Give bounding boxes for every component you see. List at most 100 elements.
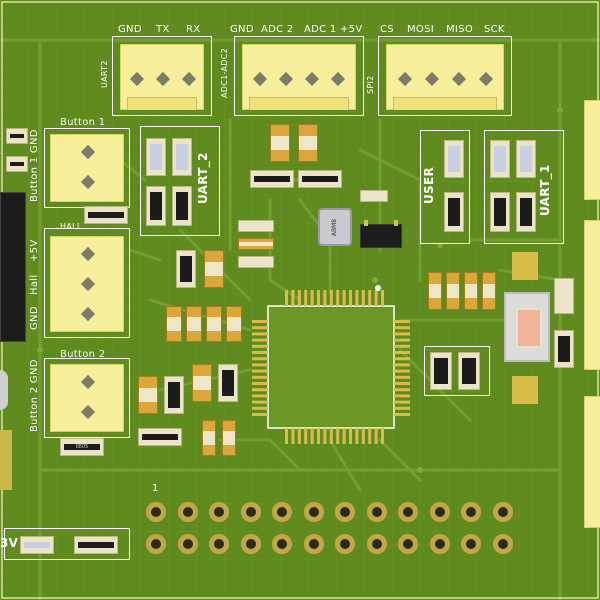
mcu-pad bbox=[252, 326, 268, 330]
uart1-block-outline bbox=[484, 130, 564, 244]
mcu-pad bbox=[291, 428, 295, 444]
spi2-connector[interactable] bbox=[386, 44, 504, 110]
header-hole[interactable] bbox=[335, 502, 355, 522]
header-hole[interactable] bbox=[272, 502, 292, 522]
terminal-block[interactable] bbox=[0, 430, 12, 490]
mcu-pad bbox=[285, 428, 288, 444]
spi2-pin-sck: SCK bbox=[484, 24, 505, 35]
header-hole[interactable] bbox=[492, 534, 513, 554]
resistor-body bbox=[180, 256, 192, 282]
header-hole[interactable] bbox=[461, 534, 481, 554]
ic-pins bbox=[394, 220, 398, 226]
resistor bbox=[172, 186, 192, 226]
resistor bbox=[250, 170, 294, 188]
header-hole[interactable] bbox=[209, 502, 229, 522]
mcu-pad bbox=[304, 290, 308, 306]
header-hole[interactable] bbox=[177, 534, 198, 554]
header-hole[interactable] bbox=[366, 534, 387, 554]
mcu-pad bbox=[304, 428, 308, 444]
header-hole[interactable] bbox=[398, 502, 418, 522]
mcu-pad bbox=[317, 428, 320, 444]
mcu-pad bbox=[394, 357, 410, 361]
mcu-pad bbox=[252, 413, 268, 416]
spi2-pin-cs: CS bbox=[380, 24, 394, 35]
header-hole[interactable] bbox=[335, 534, 355, 554]
button2-connector[interactable] bbox=[50, 364, 124, 432]
mcu-pad bbox=[336, 290, 340, 306]
resistor-body bbox=[150, 192, 162, 220]
mcu-pad bbox=[394, 406, 410, 410]
led-body bbox=[520, 146, 532, 172]
capacitor bbox=[166, 306, 182, 342]
header-hole[interactable] bbox=[209, 534, 229, 554]
mcu-pad bbox=[394, 382, 410, 385]
resistor bbox=[238, 220, 274, 232]
header-hole[interactable] bbox=[492, 502, 513, 522]
uart2-pin-rx: RX bbox=[186, 24, 201, 35]
led-body bbox=[24, 542, 50, 548]
capacitor bbox=[464, 272, 478, 310]
mcu-pad bbox=[336, 428, 340, 444]
capacitor bbox=[206, 306, 222, 342]
resistor-body: 0805 bbox=[64, 444, 100, 450]
header-hole[interactable] bbox=[429, 502, 450, 522]
pin-header-label: 1 bbox=[152, 483, 159, 494]
button1-connector[interactable] bbox=[50, 134, 124, 202]
mcu-pad bbox=[349, 290, 352, 306]
header-hole[interactable] bbox=[398, 534, 418, 554]
right-connector-mid[interactable] bbox=[584, 220, 600, 370]
mcu-pad bbox=[394, 388, 410, 392]
mcu-pad bbox=[291, 290, 295, 306]
button2-label: Button 2 bbox=[60, 349, 106, 360]
mcu-pad bbox=[297, 428, 301, 444]
black-connector[interactable] bbox=[0, 192, 26, 342]
header-hole[interactable] bbox=[240, 502, 261, 522]
resistor-body bbox=[78, 542, 114, 548]
hall-outline bbox=[44, 228, 130, 338]
mcu-pad bbox=[323, 290, 327, 306]
led bbox=[444, 140, 464, 178]
header-hole[interactable] bbox=[146, 534, 166, 554]
mcu-pad bbox=[394, 413, 410, 416]
mcu-pad bbox=[323, 428, 327, 444]
reset-button-body[interactable] bbox=[504, 292, 550, 362]
mcu-pad bbox=[368, 428, 372, 444]
uart2-connector[interactable] bbox=[120, 44, 204, 110]
mcu-pad bbox=[381, 428, 384, 444]
mcu-pad bbox=[252, 363, 268, 367]
adc-connector[interactable] bbox=[242, 44, 356, 110]
header-hole[interactable] bbox=[303, 534, 324, 554]
mcu-pad bbox=[252, 351, 268, 354]
resistor-body bbox=[10, 134, 24, 138]
black-ic bbox=[360, 224, 402, 248]
crystal-abm8: ABM8 bbox=[318, 208, 352, 246]
mcu-pad bbox=[252, 382, 268, 385]
mcu-pad bbox=[394, 363, 410, 367]
header-hole[interactable] bbox=[461, 502, 481, 522]
header-hole[interactable] bbox=[177, 502, 198, 522]
header-hole[interactable] bbox=[272, 534, 292, 554]
resistor bbox=[218, 364, 238, 402]
capacitor bbox=[138, 376, 158, 414]
header-hole[interactable] bbox=[366, 502, 387, 522]
resistor bbox=[444, 192, 464, 232]
uart2-block-outline bbox=[140, 126, 220, 236]
resistor-body bbox=[88, 212, 124, 218]
header-hole[interactable] bbox=[240, 534, 261, 554]
header-hole[interactable] bbox=[303, 502, 324, 522]
right-connector-top[interactable] bbox=[584, 100, 600, 200]
uart2-pin-gnd: GND bbox=[118, 24, 142, 35]
capacitor bbox=[202, 420, 216, 456]
right-connector-bottom[interactable] bbox=[584, 396, 600, 528]
resistor-body bbox=[10, 162, 24, 166]
header-hole[interactable] bbox=[429, 534, 450, 554]
mcu-pad bbox=[361, 428, 365, 444]
header-hole[interactable] bbox=[146, 502, 166, 522]
mcu-pad bbox=[252, 357, 268, 361]
connector-lip bbox=[127, 97, 197, 110]
hall-label: HALL bbox=[60, 222, 82, 231]
capacitor bbox=[446, 272, 460, 310]
hall-connector[interactable] bbox=[50, 236, 124, 332]
capacitor bbox=[238, 238, 274, 250]
